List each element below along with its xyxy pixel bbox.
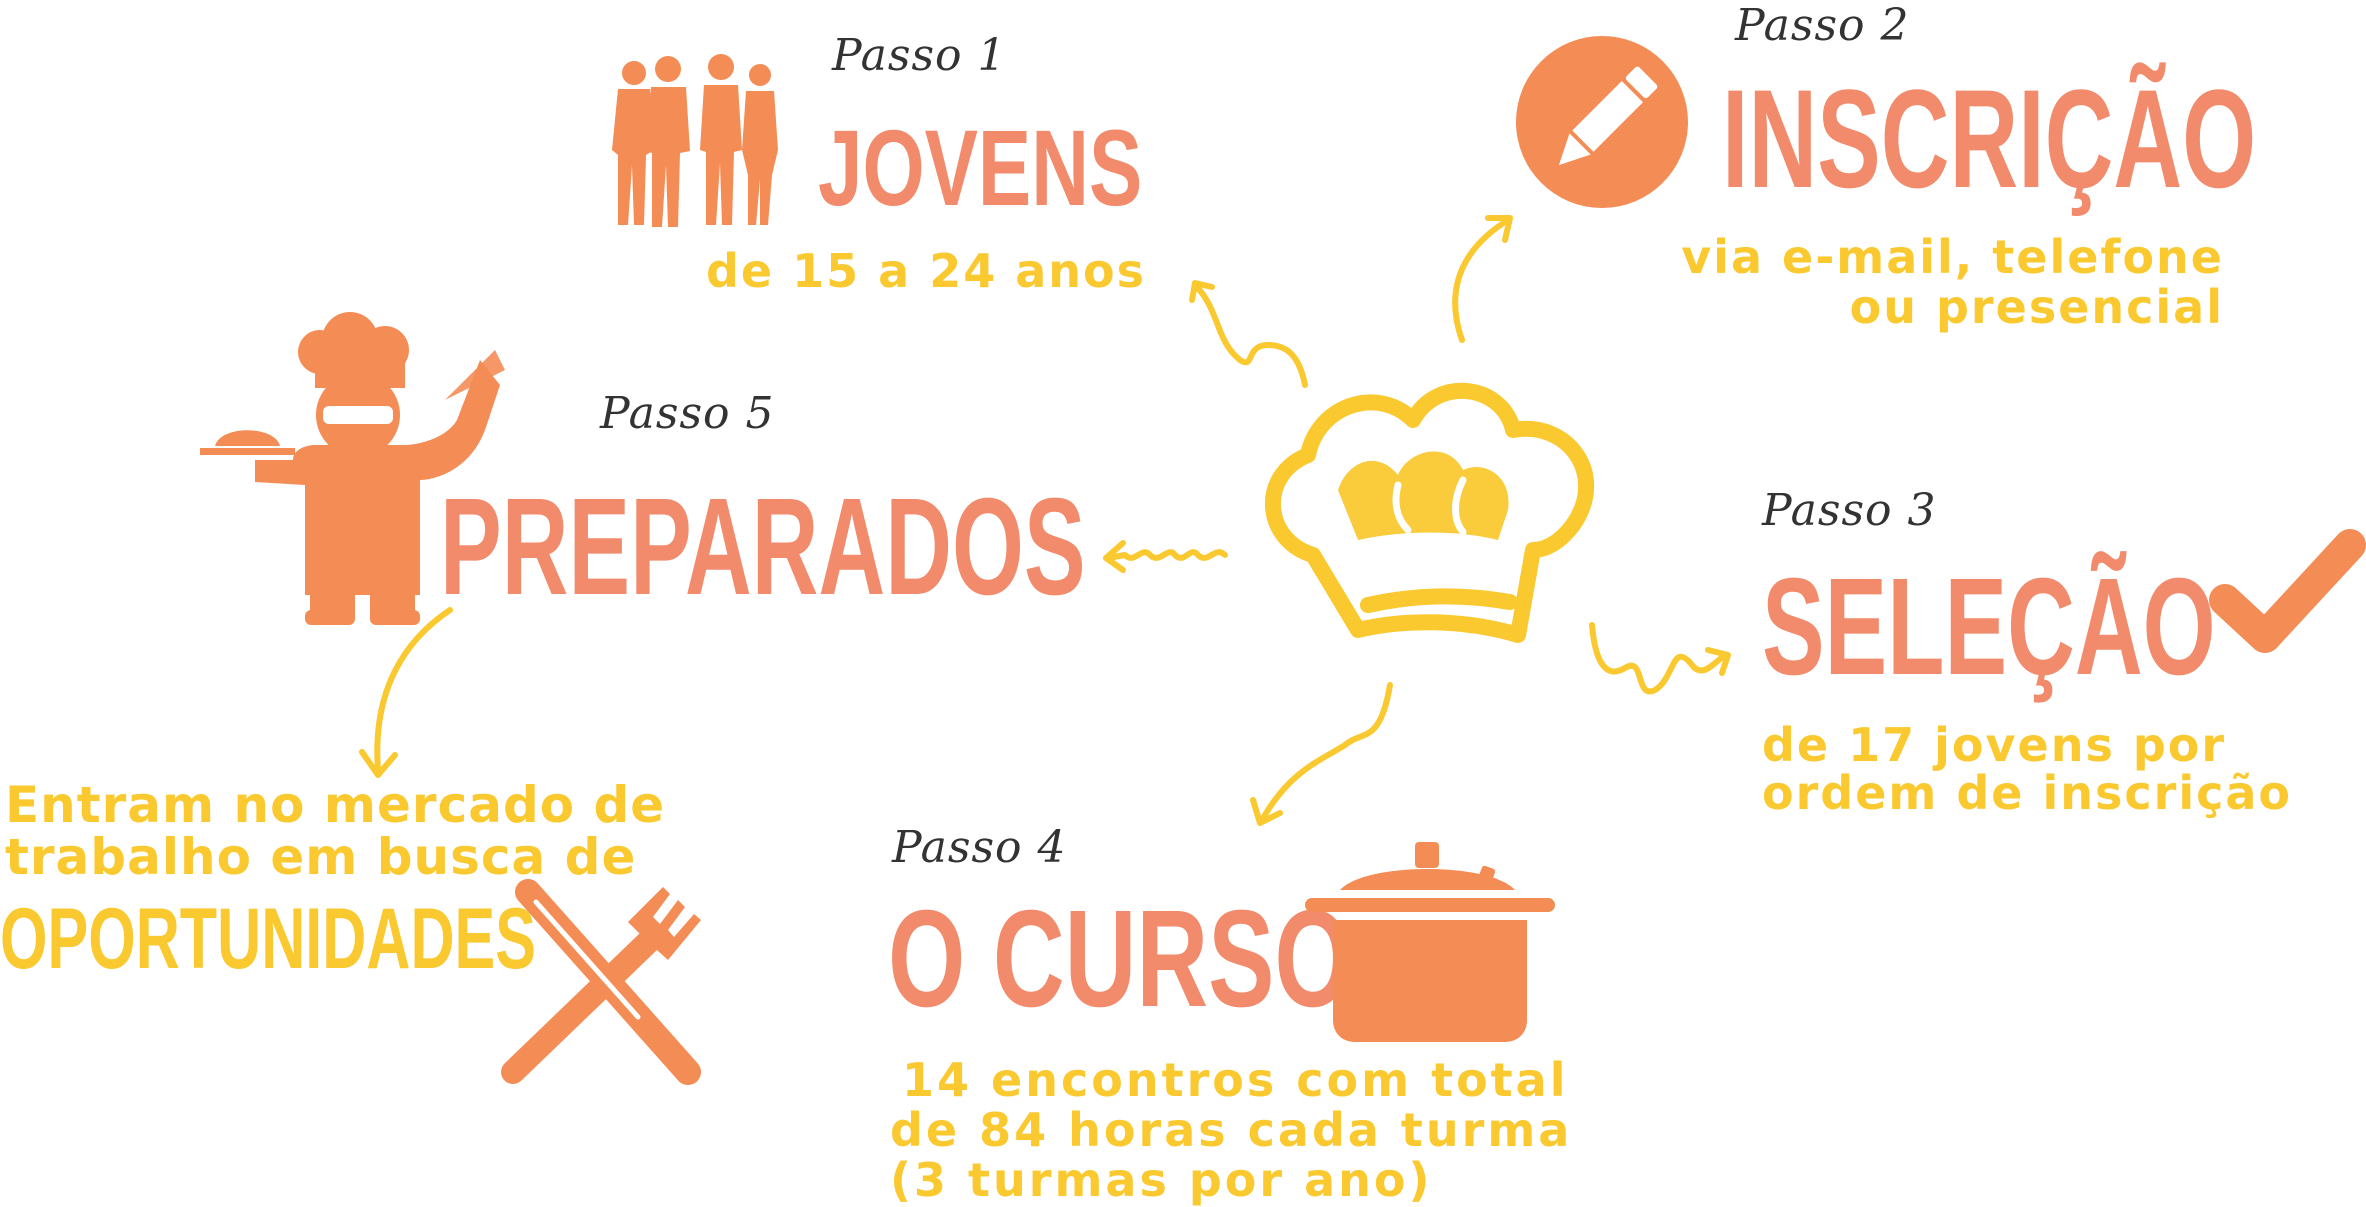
arrow-to-final	[374, 607, 453, 773]
step-5-title: PREPARADOS	[440, 470, 1086, 624]
step-1-label: Passo 1	[832, 30, 1007, 81]
arrow-to-preparados	[1105, 549, 1228, 561]
step-3-label: Passo 3	[1762, 485, 1937, 536]
step-5-label: Passo 5	[600, 388, 775, 439]
step-4-line-3: (3 turmas por ano)	[890, 1153, 1433, 1207]
final-line-1: Entram no mercado de	[5, 776, 666, 834]
step-1-title: JOVENS	[818, 107, 1143, 228]
arrow-head-preparados	[1103, 540, 1126, 573]
knife-fork-icon	[501, 879, 701, 1085]
step-2-title: INSCRIÇÃO	[1722, 60, 2257, 217]
arrow-head-selecao	[1705, 647, 1731, 676]
chef-hat-icon	[1265, 382, 1595, 643]
arrow-head-inscricao	[1485, 215, 1513, 243]
step-4-line-2: de 84 horas cada turma	[890, 1103, 1573, 1157]
step-2-line-1: via e-mail, telefone	[1681, 230, 2224, 284]
step-4-label: Passo 4	[892, 822, 1067, 873]
step-3-line-2: ordem de inscrição	[1762, 766, 2293, 820]
step-4-line-1: 14 encontros com total	[902, 1053, 1569, 1107]
step-4-title: O CURSO	[888, 882, 1352, 1036]
step-1-line-1: de 15 a 24 anos	[706, 244, 1147, 298]
arrow-head-final	[359, 749, 398, 778]
arrow-head-jovens	[1189, 280, 1215, 303]
final-title: OPORTUNIDADES	[0, 891, 537, 987]
arrow-to-selecao	[1589, 622, 1728, 695]
step-2-line-2: ou presencial	[1849, 280, 2224, 334]
step-3-line-1: de 17 jovens por	[1762, 718, 2227, 772]
arrow-head-curso	[1250, 797, 1283, 826]
arrow-to-inscricao	[1452, 217, 1511, 343]
pencil-icon	[1516, 36, 1688, 208]
final-line-2: trabalho em busca de	[5, 828, 637, 886]
cooking-pot-icon	[1305, 842, 1555, 1042]
arrow-to-jovens	[1192, 282, 1308, 388]
people-silhouettes-icon	[612, 54, 778, 227]
checkmark-icon	[2209, 529, 2366, 653]
arrow-to-curso	[1259, 682, 1393, 823]
chef-serving-icon	[200, 312, 505, 625]
step-2-label: Passo 2	[1735, 0, 1910, 51]
step-3-title: SELEÇÃO	[1762, 550, 2216, 704]
